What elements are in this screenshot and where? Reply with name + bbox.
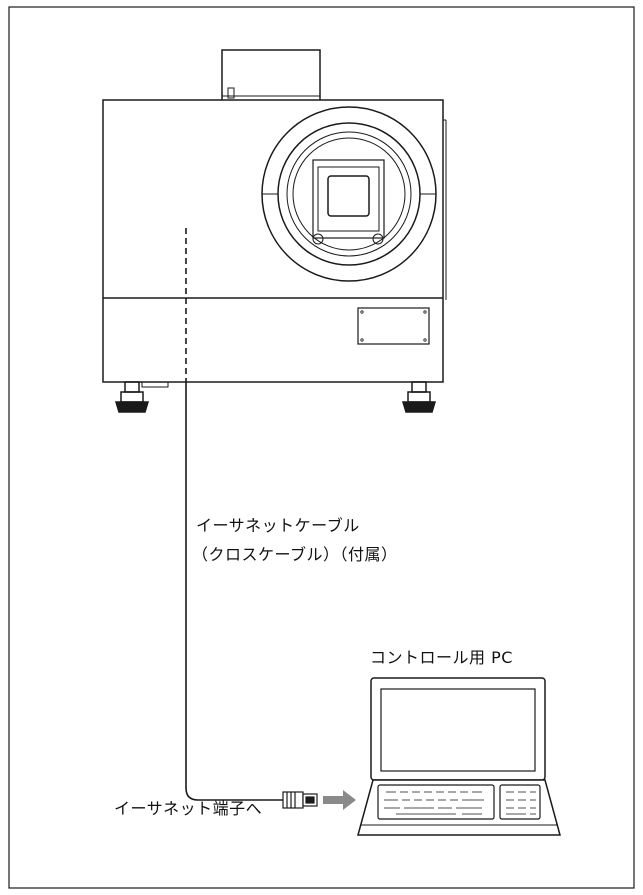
cable-label-line1: イーサネットケーブル [196,516,360,535]
diagram-border [8,6,635,889]
port-label: イーサネット端子へ [114,799,263,818]
cable-label-line2: （クロスケーブル）（付属） [192,545,398,564]
laptop-icon [357,677,561,836]
ethernet-cable [185,382,283,801]
arrow-right-icon [323,790,356,810]
pc-label: コントロール用 PC [370,648,513,667]
projector-icon [102,49,447,413]
rj45-plug-icon [282,791,318,809]
